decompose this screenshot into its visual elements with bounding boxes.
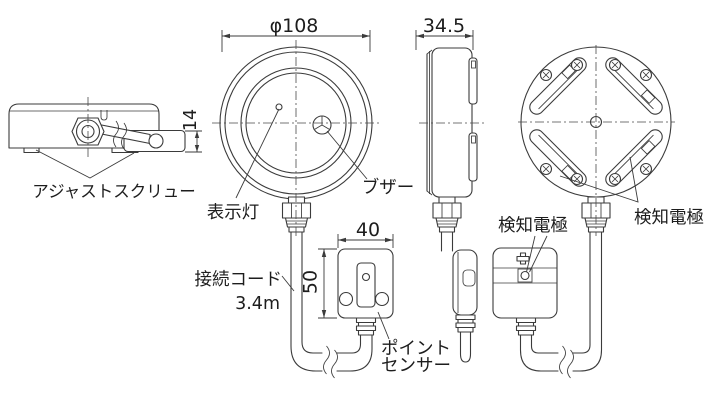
screw-icon [608, 172, 622, 186]
screw-icon [570, 58, 584, 72]
point-sensor-front: 40 50 接続コード 3.4m ポイント センサー [195, 219, 452, 376]
dim-diameter: φ108 [270, 15, 319, 37]
dim-sensor-width: 40 [356, 219, 380, 241]
label-point-sensor-2: センサー [381, 356, 451, 376]
dim-sensor-height: 50 [300, 270, 322, 294]
screw-icon [639, 68, 653, 82]
front-view-gauge: φ108 表示灯 ブザー [207, 15, 415, 236]
label-point-sensor-1: ポイント [381, 339, 451, 359]
back-view-gauge: 検知電極 [518, 45, 704, 236]
connection-cord-back [519, 231, 603, 379]
dim-depth: 34.5 [423, 15, 465, 37]
screw-icon [539, 68, 553, 82]
screw-icon [539, 162, 553, 176]
label-buzzer: ブザー [362, 177, 415, 198]
sensor-electrode-icon [520, 270, 530, 281]
depth-view-gauge: 34.5 [415, 15, 484, 233]
label-electrode-left: 検知電極 [498, 216, 568, 236]
screw-icon [639, 162, 653, 176]
connection-cord-front [290, 231, 373, 379]
cord-break-icon [323, 345, 338, 379]
label-indicator-lamp: 表示灯 [207, 203, 260, 223]
point-sensor-back: 検知電極 [492, 216, 568, 336]
buzzer-icon [312, 115, 332, 135]
label-electrode-right: 検知電極 [634, 208, 704, 228]
label-cord: 接続コード [195, 270, 283, 290]
screw-icon [608, 58, 622, 72]
side-view-adjust-screw: 14 アジャストスクリュー [8, 97, 202, 201]
label-cord-length: 3.4m [235, 294, 280, 314]
dim-clamp-height: 14 [181, 109, 201, 131]
cord-break-icon [559, 345, 574, 379]
label-adjust-screw: アジャストスクリュー [32, 182, 196, 201]
cord-fitting [281, 196, 312, 233]
point-sensor-side [440, 231, 478, 363]
